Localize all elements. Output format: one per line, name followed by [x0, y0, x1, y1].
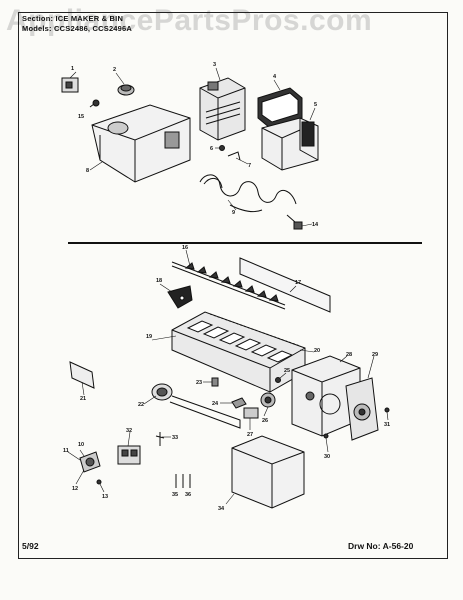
callout-24: 26 [262, 418, 268, 424]
callout-2: 8 [86, 168, 89, 174]
callout-32: 31 [384, 422, 390, 428]
callout-10: 11 [63, 448, 69, 454]
part-29-clip [155, 432, 165, 446]
callout-12: 12 [72, 486, 78, 492]
drawing-number: Drw No: A-56-20 [348, 541, 414, 551]
callout-1: 2 [113, 67, 116, 73]
part-15-ejector [171, 261, 286, 310]
part-31-screw [323, 433, 329, 439]
callout-3: 9 [232, 210, 235, 216]
callout-5: 3 [213, 62, 216, 68]
part-13-screw [96, 479, 102, 485]
diagram-frame [18, 12, 448, 559]
part-25-screw [275, 377, 281, 383]
part-33-34-screws [175, 474, 191, 488]
model-line: Models: CCS2486, CCS2496A [22, 24, 133, 33]
callout-20: 22 [138, 402, 144, 408]
part-3-wire-harness [199, 174, 297, 213]
part-36-screw [89, 99, 100, 108]
part-1-cap [117, 84, 135, 96]
callout-28: 32 [126, 428, 132, 434]
callout-7: 7 [248, 163, 251, 169]
callout-15: 16 [182, 245, 188, 251]
part-6-screw [219, 145, 225, 151]
part-24-motor [260, 392, 276, 408]
part-21-shaft [211, 377, 219, 387]
part-32-screw [384, 407, 390, 413]
part-30-cover [231, 435, 305, 509]
callout-14: 18 [156, 278, 162, 284]
revision-date: 5/92 [22, 541, 39, 551]
callout-9: 5 [314, 102, 317, 108]
part-5-auger-assembly [199, 77, 246, 141]
callout-34: 36 [185, 492, 191, 498]
callout-33: 35 [172, 492, 178, 498]
callout-26: 28 [346, 352, 352, 358]
callout-13: 13 [102, 494, 108, 500]
callout-labels: 1 2 3 4 5 6 7 8 9 14 15 16 17 18 19 20 2… [63, 62, 390, 512]
callout-21: 23 [196, 380, 202, 386]
part-22-gear [231, 397, 247, 409]
callout-35: 1 [71, 66, 74, 72]
part-19-arm [69, 361, 95, 389]
callout-4: 14 [312, 222, 319, 228]
callout-19: 21 [80, 396, 86, 402]
callout-8: 4 [273, 74, 277, 80]
part-14-bracket [167, 285, 193, 309]
part-28-thermostat [117, 445, 141, 465]
callout-31: 30 [324, 454, 330, 460]
part-35-switch [61, 77, 79, 93]
callout-23: 27 [247, 432, 253, 438]
callout-16: 17 [295, 280, 301, 286]
callout-27: 29 [372, 352, 378, 358]
part-20-fill-cup [151, 383, 241, 429]
section-title: Section: ICE MAKER & BIN [22, 14, 124, 23]
callout-25: 25 [284, 368, 290, 374]
callout-18: 20 [314, 348, 320, 354]
part-8-chute-door [257, 87, 303, 129]
part-26-housing [291, 355, 361, 437]
callout-29: 33 [172, 435, 178, 441]
callout-36: 15 [78, 114, 84, 120]
callout-30: 34 [218, 506, 225, 512]
callout-22: 24 [212, 401, 219, 407]
part-2-ice-bin [91, 104, 191, 183]
part-27-front-cover [345, 377, 379, 441]
part-23-cover [243, 407, 259, 419]
part-9-ice-chute [261, 117, 319, 171]
part-16-stripper [239, 257, 331, 313]
callout-11: 10 [78, 442, 84, 448]
callout-6: 6 [210, 146, 213, 152]
part-7-clip [227, 151, 241, 161]
part-4-plug [286, 214, 303, 230]
part-10-valve [79, 451, 101, 473]
part-17-mold [171, 311, 306, 393]
watermark: AppliancePartsPros.com [6, 4, 373, 37]
callout-17: 19 [146, 334, 152, 340]
